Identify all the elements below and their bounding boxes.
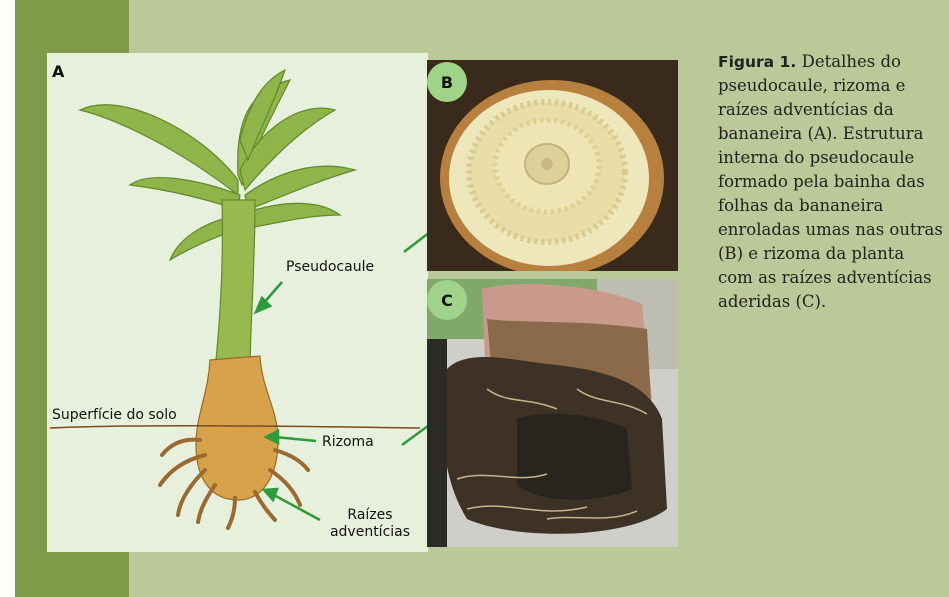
panel-c-badge: C	[427, 280, 467, 320]
rhizome	[196, 356, 278, 500]
panel-a-letter: A	[52, 62, 64, 81]
caption-title: Figura 1.	[718, 53, 802, 71]
label-raizes-line2: adventícias	[322, 524, 418, 541]
leaves	[80, 70, 355, 260]
leaf	[248, 203, 340, 228]
label-rizoma: Rizoma	[322, 434, 374, 451]
caption-text: Detalhes do pseudocaule, rizoma e raízes…	[718, 52, 943, 311]
photo-c-rhizome-roots	[427, 279, 678, 547]
label-superficie-do-solo: Superfície do solo	[52, 407, 177, 424]
photo-b-image	[427, 60, 678, 271]
label-raizes-adventicias: Raízes adventícias	[322, 507, 418, 541]
label-pseudocaule: Pseudocaule	[286, 259, 374, 276]
photo-b-pseudostem-cross-section	[427, 60, 678, 271]
panel-b-badge: B	[427, 62, 467, 102]
figure-caption: Figura 1. Detalhes do pseudocaule, rizom…	[718, 50, 944, 314]
label-raizes-line1: Raízes	[322, 507, 418, 524]
photo-c-image	[427, 279, 678, 547]
